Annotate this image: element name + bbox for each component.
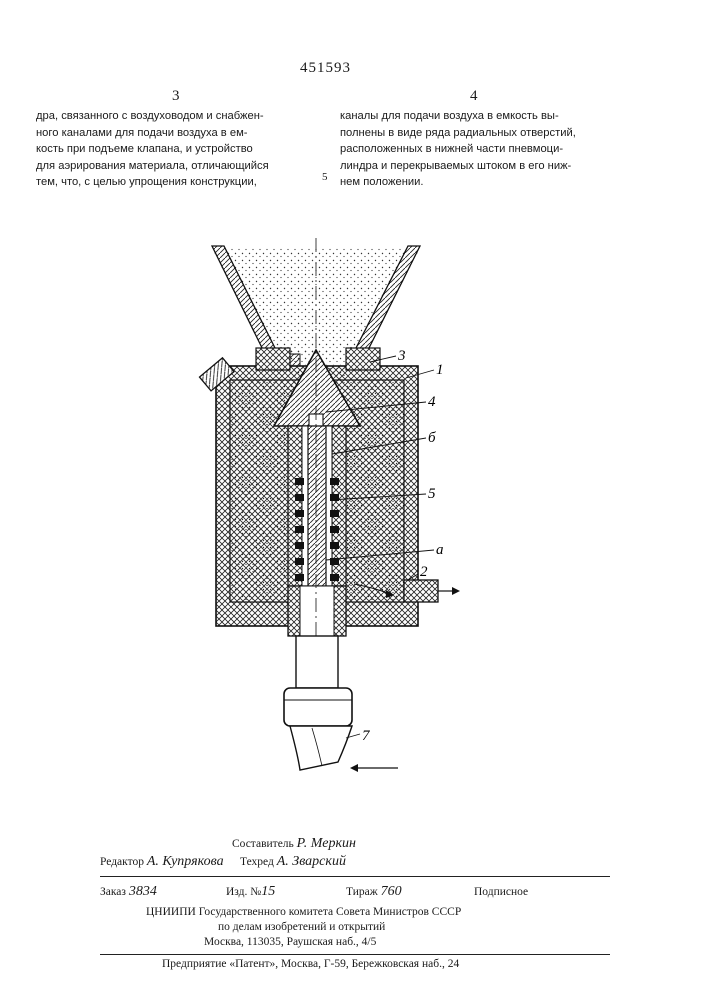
text-line: нем положении. [340,174,610,191]
org-line-2: по делам изобретений и открытий [218,921,385,933]
compiler-line: Составитель Р. Меркин [232,836,356,852]
text-line: линдра и перекрываемых штоком в его ниж- [340,158,610,175]
editor-line: Редактор А. Купрякова [100,854,224,870]
divider [100,876,610,877]
text-line: ного каналами для подачи воздуха в ем- [36,125,306,142]
text-line: для аэрирования материала, отличающийся [36,158,306,175]
text-line: полнены в виде ряда радиальных отверстий… [340,125,610,142]
column-number-right: 4 [470,88,478,105]
editor-name: А. Купрякова [147,854,224,869]
subscription: Подписное [474,886,528,898]
left-text-column: дра, связанного с воздуховодом и снабжен… [36,108,306,191]
figure-label: 1 [436,362,444,378]
compiler-name: Р. Меркин [297,836,356,851]
right-text-column: каналы для подачи воздуха в емкость вы- … [340,108,610,191]
patent-number: 451593 [300,60,351,77]
order-line: Заказ 3834 [100,884,157,900]
text-line: тем, что, с целью упрощения конструкции, [36,174,306,191]
org-line-1: ЦНИИПИ Государственного комитета Совета … [146,906,461,918]
text-line: дра, связанного с воздуховодом и снабжен… [36,108,306,125]
edition-label: Изд. № [226,886,261,898]
text-line: каналы для подачи воздуха в емкость вы- [340,108,610,125]
order-label: Заказ [100,886,126,898]
line-number-marker: 5 [322,171,328,183]
techred-line: Техред А. Зварский [240,854,346,870]
figure-label: б [428,430,436,446]
circulation-value: 760 [381,884,402,899]
air-pipe [284,636,398,772]
order-value: 3834 [129,884,157,899]
printer-line: Предприятие «Патент», Москва, Г-59, Бере… [162,958,459,970]
editor-label: Редактор [100,856,144,868]
column-number-left: 3 [172,88,180,105]
figure-label: 7 [362,728,371,744]
figure-label: 5 [428,486,436,502]
technical-drawing: 3 1 4 б 5 а 2 7 [150,238,480,778]
figure-label: 4 [428,394,436,410]
text-line: расположенных в нижней части пневмоци- [340,141,610,158]
text-line: кость при подъеме клапана, и устройство [36,141,306,158]
circulation-line: Тираж 760 [346,884,402,900]
pneumocylinder [288,426,346,636]
divider [100,954,610,955]
techred-label: Техред [240,856,274,868]
compiler-label: Составитель [232,838,294,850]
techred-name: А. Зварский [277,854,346,869]
edition-line: Изд. №15 [226,884,275,900]
circulation-label: Тираж [346,886,378,898]
figure-label: а [436,542,444,558]
org-line-3: Москва, 113035, Раушская наб., 4/5 [204,936,376,948]
figure-label: 2 [420,564,428,580]
edition-value: 15 [261,884,275,899]
figure-label: 3 [397,348,406,364]
